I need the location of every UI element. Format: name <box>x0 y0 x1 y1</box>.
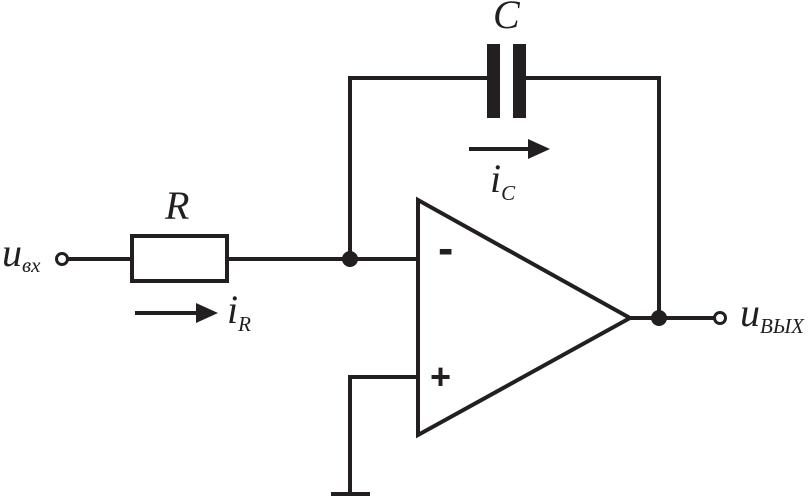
input-voltage-symbol: u <box>2 230 22 275</box>
capacitor-current-label: iC <box>490 156 516 205</box>
resistor-current-subscript: R <box>237 312 251 336</box>
capacitor-current-arrow <box>469 139 550 159</box>
resistor <box>130 234 229 283</box>
resistor-current-label: iR <box>227 287 251 336</box>
feedback-wire-left <box>348 76 491 261</box>
output-voltage-symbol: u <box>740 290 760 335</box>
output-terminal <box>713 311 727 325</box>
capacitor-plate-right <box>513 44 526 118</box>
input-voltage-subscript: вх <box>22 253 41 277</box>
resistor-label: R <box>164 183 189 228</box>
junction-dot-output <box>651 310 667 326</box>
capacitor-plate-left <box>487 44 500 118</box>
capacitor-current-symbol: i <box>490 156 501 201</box>
junction-dot-inverting <box>342 251 358 267</box>
input-voltage-label: uвх <box>2 230 41 277</box>
noninverting-input-sign: + <box>430 356 451 397</box>
ground-wire <box>348 375 420 494</box>
feedback-wire-right <box>523 76 661 320</box>
capacitor-label: C <box>493 0 521 37</box>
output-voltage-label: uВЫХ <box>740 290 805 338</box>
output-voltage-subscript: ВЫХ <box>760 314 805 338</box>
input-terminal <box>55 252 69 266</box>
resistor-current-arrow <box>135 303 218 323</box>
inverting-input-sign: - <box>438 222 453 274</box>
op-amp-triangle <box>416 196 635 439</box>
resistor-current-symbol: i <box>227 287 238 332</box>
capacitor-current-subscript: C <box>501 181 516 205</box>
